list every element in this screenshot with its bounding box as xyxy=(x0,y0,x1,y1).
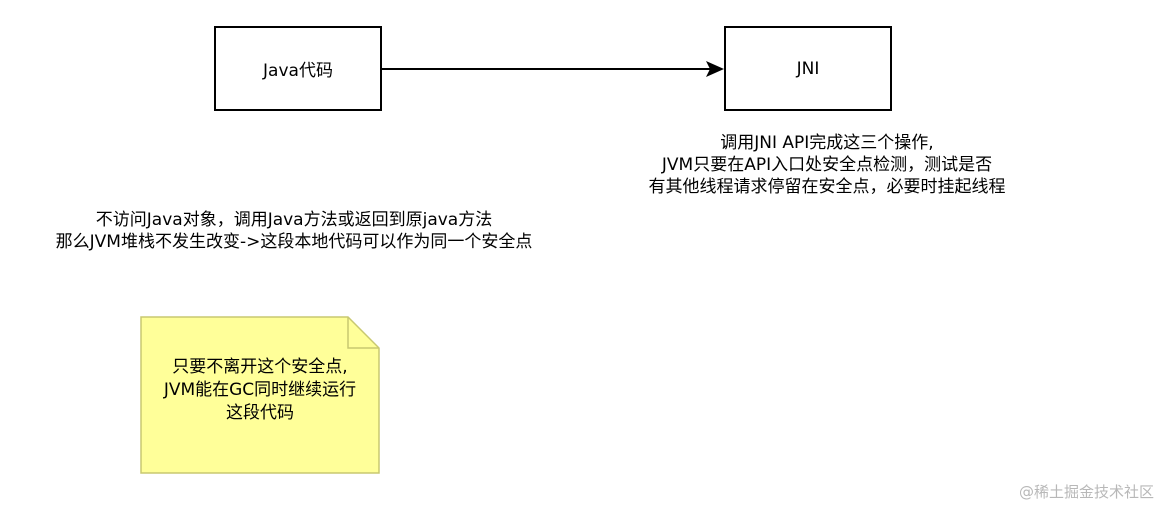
jni-note-line-2: JVM只要在API入口处安全点检测，测试是否 xyxy=(661,155,993,175)
arrow-head xyxy=(706,61,724,77)
java-note: 不访问Java对象，调用Java方法或返回到原java方法 那么JVM堆栈不发生… xyxy=(10,209,578,253)
jni-node: JNI xyxy=(724,26,892,111)
jni-note-line-3: 有其他线程请求停留在安全点，必要时挂起线程 xyxy=(648,177,1006,197)
java-note-line-1: 不访问Java对象，调用Java方法或返回到原java方法 xyxy=(95,210,493,230)
sticky-note-shape xyxy=(140,316,380,474)
sticky-line-2: JVM能在GC同时继续运行 xyxy=(163,380,357,400)
java-code-node: Java代码 xyxy=(214,26,382,111)
java-note-line-2: 那么JVM堆栈不发生改变->这段本地代码可以作为同一个安全点 xyxy=(55,232,533,252)
sticky-note-text: 只要不离开这个安全点, JVM能在GC同时继续运行 这段代码 xyxy=(140,356,380,425)
sticky-note: 只要不离开这个安全点, JVM能在GC同时继续运行 这段代码 xyxy=(140,316,380,474)
sticky-line-1: 只要不离开这个安全点, xyxy=(172,357,348,377)
jni-note-line-1: 调用JNI API完成这三个操作, xyxy=(720,133,934,153)
jni-label: JNI xyxy=(796,58,820,79)
sticky-line-3: 这段代码 xyxy=(226,403,294,423)
java-code-label: Java代码 xyxy=(263,61,333,81)
jni-note: 调用JNI API完成这三个操作, JVM只要在API入口处安全点检测，测试是否… xyxy=(600,132,1054,198)
watermark: @稀土掘金技术社区 xyxy=(1018,483,1154,501)
